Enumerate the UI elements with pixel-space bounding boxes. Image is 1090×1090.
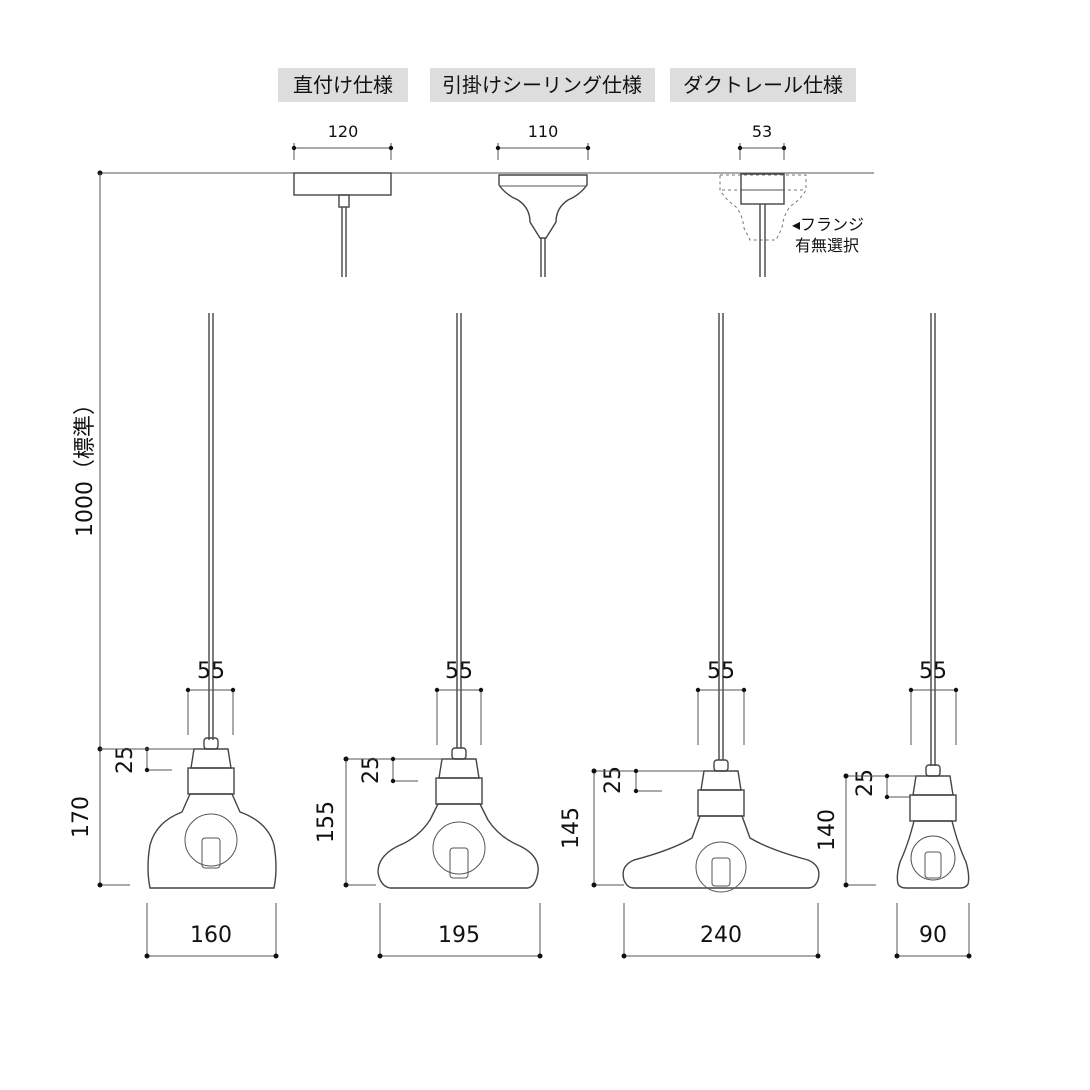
- lamp-1-socket-height: 25: [113, 746, 138, 774]
- lamp-1: 55 25 170 160: [69, 313, 279, 959]
- lamp-3-socket-height: 25: [601, 766, 626, 794]
- lamp-2-width: 195: [438, 923, 480, 948]
- ceiling-width-value: 110: [528, 122, 559, 141]
- lamp-4-socket-height: 25: [853, 769, 878, 797]
- lamp-2-height: 155: [314, 801, 339, 843]
- flange-note-line1: ◂フランジ: [792, 215, 864, 234]
- spec-duct-label: ダクトレール仕様: [683, 73, 843, 97]
- ceiling-hook-canopy: [498, 174, 588, 277]
- direct-canopy: [293, 172, 392, 277]
- lamp-1-height: 170: [69, 796, 94, 838]
- duct-width-value: 53: [752, 122, 772, 141]
- spec-duct-bg: [670, 68, 856, 102]
- lamp-3-height: 145: [559, 807, 584, 849]
- cord-length-value: 1000（標準）: [73, 393, 98, 537]
- spec-ceiling-bg: [430, 68, 655, 102]
- flange-note-line2: 有無選択: [795, 236, 859, 255]
- lamp-2: 55 25 155 195: [314, 313, 543, 959]
- lamp-3-width: 240: [700, 923, 742, 948]
- duct-width-dim: 53: [737, 122, 787, 160]
- lamp-3-socket-width: 55: [707, 659, 735, 684]
- flange-note: ◂フランジ 有無選択: [792, 215, 864, 255]
- direct-width-value: 120: [328, 122, 359, 141]
- lamp-4-width: 90: [919, 923, 947, 948]
- lamp-3: 55 25 145 240: [559, 313, 821, 959]
- ceiling-width-dim: 110: [495, 122, 591, 160]
- spec-direct: 直付け仕様: [278, 68, 408, 102]
- cord-length-dim: 1000（標準）: [73, 173, 103, 885]
- spec-duct: ダクトレール仕様: [670, 68, 856, 102]
- direct-width-dim: 120: [291, 122, 394, 160]
- lamp-1-socket-width: 55: [197, 659, 225, 684]
- spec-ceiling: 引掛けシーリング仕様: [430, 68, 655, 102]
- lamp-2-socket-height: 25: [359, 756, 384, 784]
- duct-rail-canopy: [719, 173, 807, 277]
- lamp-4-socket-width: 55: [919, 659, 947, 684]
- lamp-1-width: 160: [190, 923, 232, 948]
- lamp-4: 55 25 140 90: [815, 313, 972, 959]
- spec-direct-label: 直付け仕様: [293, 73, 393, 97]
- spec-direct-bg: [278, 68, 408, 102]
- lamp-4-height: 140: [815, 809, 840, 851]
- spec-ceiling-label: 引掛けシーリング仕様: [442, 73, 642, 97]
- lamp-2-socket-width: 55: [445, 659, 473, 684]
